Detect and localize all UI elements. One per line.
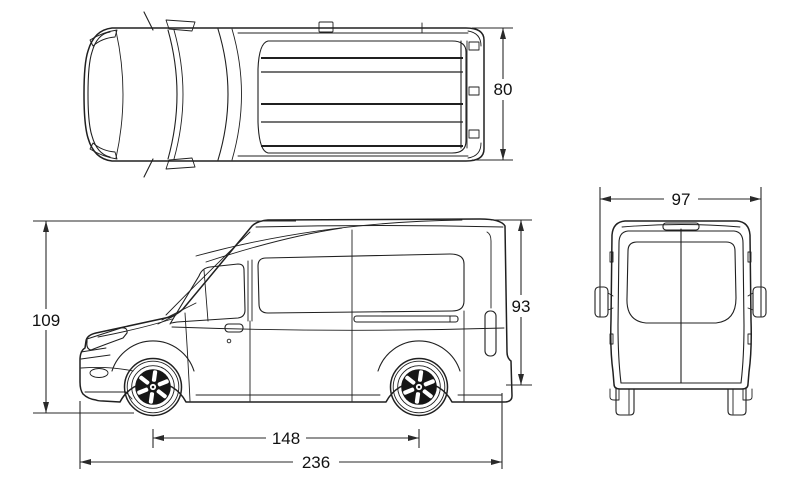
dim-label-rear-body-height: 93	[512, 297, 531, 316]
arrowhead	[750, 196, 761, 202]
arrowhead	[500, 28, 506, 39]
windshield-rear-edge	[173, 29, 184, 160]
roof-panel-outline	[257, 40, 467, 154]
roof-crease-long	[195, 219, 463, 257]
dim-label-overall-height: 109	[32, 311, 60, 330]
taillight	[484, 310, 497, 357]
dimension-width-with-mirrors: 97	[599, 187, 762, 317]
a-pillar-glass-edge	[165, 231, 251, 316]
rear-corner-trim-top	[467, 30, 482, 47]
rear-door-window	[626, 241, 737, 324]
dim-label-body-width: 80	[494, 80, 513, 99]
dimension-rear-body-height: 93	[491, 219, 532, 386]
dim-label-overall-length: 236	[302, 453, 330, 472]
mirror-housing-bottom	[165, 157, 196, 170]
cab-door-window	[169, 263, 246, 325]
mirror-arm-bottom	[143, 158, 154, 178]
rear-hinge-right	[747, 251, 752, 263]
side-body-outline	[79, 218, 513, 403]
mirror-arm-left	[607, 292, 614, 297]
grille-line	[80, 354, 111, 360]
rear-wheel-right	[727, 388, 747, 416]
cab-roof-front-edge	[217, 28, 229, 161]
arrowhead	[153, 435, 164, 441]
front-fender-arch	[111, 340, 195, 372]
dimension-body-width: 80	[472, 27, 513, 161]
headlight-bottom	[89, 142, 118, 160]
vent-window-divider	[203, 269, 209, 322]
door-keyhole	[226, 338, 232, 344]
hood-inner-line	[97, 318, 173, 338]
arrowhead	[43, 402, 49, 413]
rear-frame-line	[486, 231, 492, 309]
rear-hinge-left	[609, 333, 614, 345]
side-mirror-left	[594, 286, 609, 318]
dimension-wheelbase: 148	[152, 429, 420, 448]
rear-hinge-left	[609, 251, 614, 263]
roof-crease-short	[205, 227, 343, 263]
mirror-arm-right	[747, 292, 754, 297]
rear-fender-arch	[377, 340, 461, 372]
front-air-dam	[84, 391, 133, 400]
mirror-arm-top	[143, 11, 154, 31]
rear-corner-trim-bottom	[467, 142, 482, 159]
rear-hinge	[468, 86, 480, 96]
bumper-corner-left	[609, 388, 620, 401]
roof-marker	[318, 21, 334, 33]
hood-crease	[115, 30, 124, 159]
rear-hinge	[468, 41, 480, 51]
side-view	[79, 218, 513, 417]
cab-roof-rear-edge	[231, 28, 242, 161]
door-handle	[224, 323, 244, 333]
rear-wheel-left	[615, 388, 635, 416]
rear-body-outline	[610, 220, 752, 390]
dim-label-wheelbase: 148	[272, 429, 300, 448]
rear-roof-inner-line	[621, 224, 741, 228]
rear-view	[594, 220, 767, 416]
front-bumper-inner-line	[87, 31, 111, 158]
grille-line	[80, 347, 107, 353]
arrowhead	[408, 435, 419, 441]
arrowhead	[500, 149, 506, 160]
arrowhead	[518, 220, 524, 231]
arrowhead	[43, 221, 49, 232]
wiper-blade	[161, 302, 197, 321]
rear-hinge	[468, 129, 480, 139]
headlight-side	[86, 327, 128, 351]
mirror-arm-right	[747, 307, 754, 311]
roof-inner-line	[255, 225, 504, 228]
fog-lamp	[89, 368, 109, 378]
sliding-door-rail	[353, 315, 459, 323]
dimension-overall-height: 109	[32, 220, 296, 414]
arrowhead	[600, 196, 611, 202]
bumper-corner-right	[742, 388, 753, 401]
dimension-overall-length: 236	[79, 393, 503, 472]
headlight-top	[89, 29, 118, 47]
arrowhead	[518, 374, 524, 385]
mirror-arm-left	[607, 307, 614, 311]
dim-label-width-with-mirrors: 97	[672, 190, 691, 209]
mirror-housing-top	[165, 19, 196, 32]
cargo-window	[257, 253, 465, 314]
front-door-seam	[184, 312, 191, 402]
top-view	[83, 11, 485, 178]
windshield-front-edge	[167, 29, 178, 160]
rear-hinge-right	[747, 333, 752, 345]
belt-crease	[171, 326, 505, 331]
side-mirror-right	[752, 286, 767, 318]
rear-door-frame	[617, 230, 745, 384]
arrowhead	[80, 459, 91, 465]
top-body-outline	[83, 27, 485, 162]
roof-ribs	[261, 56, 463, 148]
arrowhead	[491, 459, 502, 465]
